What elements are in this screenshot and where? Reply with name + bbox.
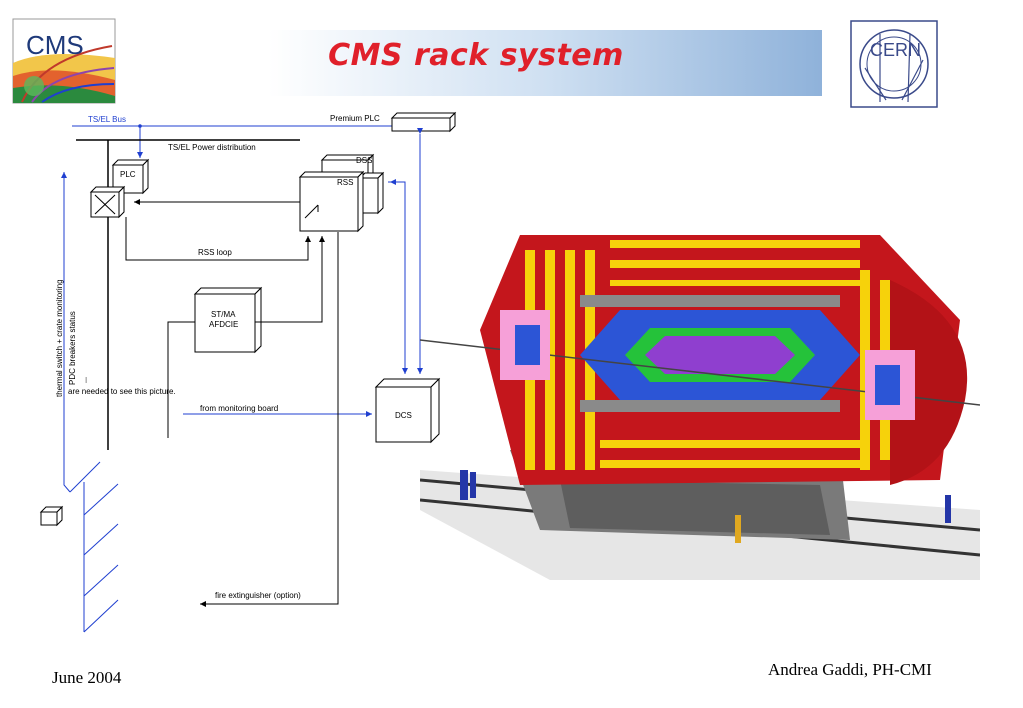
from-monitoring-label: from monitoring board <box>200 404 278 413</box>
power-label: TS/EL Power distribution <box>168 143 256 152</box>
premium-plc-label: Premium PLC <box>330 114 380 123</box>
placeholder-text: are needed to see this picture. <box>68 387 176 396</box>
cern-logo-text: CERN <box>870 40 921 60</box>
rack-hatch <box>69 461 119 633</box>
cern-logo: CERN <box>850 20 938 108</box>
stma-box <box>193 286 263 354</box>
rack-diagram: TS/EL Bus Premium PLC TS/EL Power distri… <box>39 111 457 633</box>
small-cube <box>39 505 64 527</box>
dss-back-box <box>358 171 385 215</box>
footer-author: Andrea Gaddi, PH-CMI <box>768 660 932 679</box>
rss-box <box>298 170 365 233</box>
dcs-label: DCS <box>395 411 412 420</box>
stma-label-1: ST/MA <box>211 310 236 319</box>
rss-label: RSS <box>337 178 353 187</box>
vertical-label-pdc: PDC breakers status <box>68 311 77 385</box>
cms-logo: CMS <box>12 18 116 104</box>
breaker-box <box>89 185 126 219</box>
fire-extinguisher-label: fire extinguisher (option) <box>215 591 301 600</box>
cms-logo-text: CMS <box>26 30 84 60</box>
bus-label: TS/EL Bus <box>88 115 126 124</box>
vertical-label-thermal: thermal switch + crate monitoring <box>55 279 64 397</box>
rss-loop-label: RSS loop <box>198 248 232 257</box>
premium-plc-box <box>390 111 457 133</box>
cms-detector-image <box>420 235 980 580</box>
stma-label-2: AFDCIE <box>209 320 238 329</box>
plc-label: PLC <box>120 170 136 179</box>
dcs-box <box>374 377 441 444</box>
svg-text:I: I <box>85 376 87 385</box>
title-band <box>130 30 822 96</box>
footer-date: June 2004 <box>52 668 122 687</box>
slide-title: CMS rack system <box>328 38 624 73</box>
dss-label: DSS <box>356 156 372 165</box>
